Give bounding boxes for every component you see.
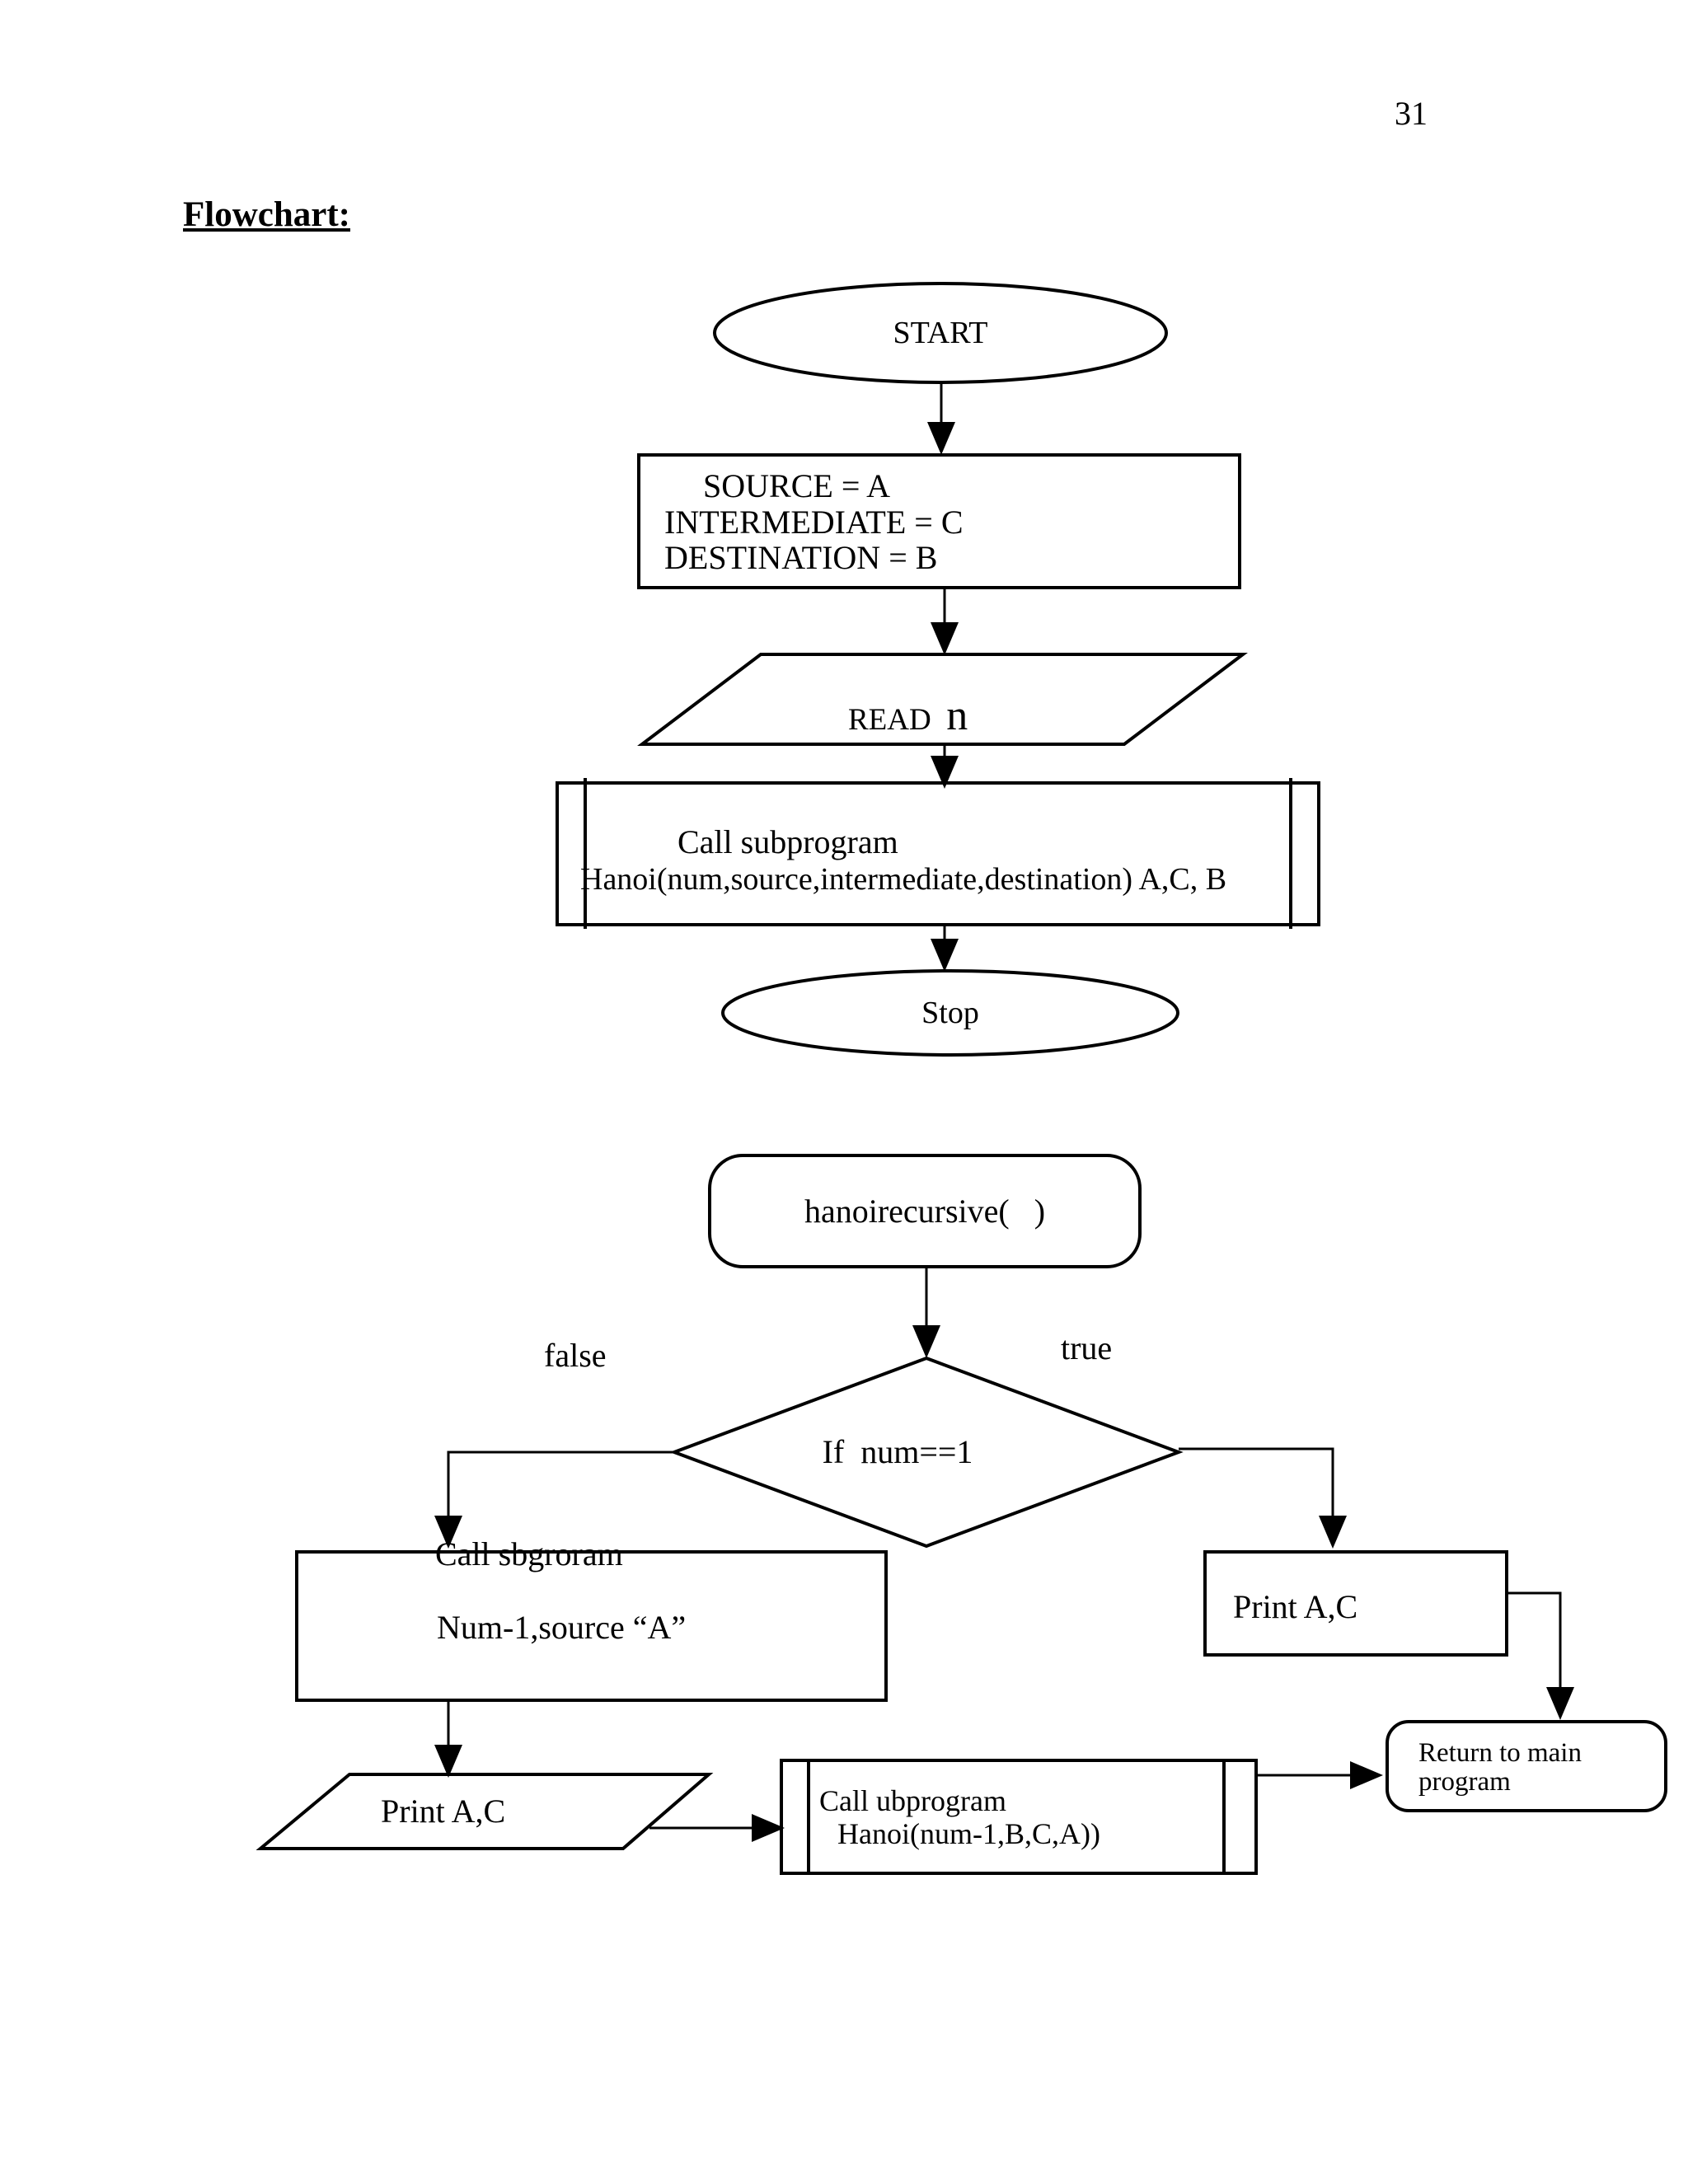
connector-print-to-return [1507, 1591, 1562, 1690]
arrowhead-start-to-init [927, 422, 955, 455]
decision-label: If num==1 [822, 1433, 973, 1470]
return-box-line1: Return to main [1418, 1738, 1582, 1768]
page-number: 31 [1395, 95, 1428, 132]
call-ubprogram-line1: Call ubprogram [819, 1784, 1006, 1817]
print-false-label: Print A,C [381, 1793, 506, 1830]
init-process-shape [637, 453, 1241, 589]
call-sbgroram-line2: Num-1,source “A” [437, 1609, 687, 1646]
arrowhead-true-branch [1319, 1516, 1347, 1549]
connector-true-branch [1179, 1447, 1334, 1518]
call-sbgroram-shape [295, 1550, 888, 1702]
init-line-source: SOURCE = A [703, 467, 891, 504]
hanoirecursive-entry-label: hanoirecursive( ) [804, 1193, 1046, 1230]
stop-terminator-shape [721, 969, 1179, 1057]
call-subprogram-shape [556, 781, 1320, 926]
print-true-shape [1203, 1550, 1508, 1657]
init-line-intermediate: INTERMEDIATE = C [664, 504, 964, 541]
read-io-shape [637, 653, 1248, 746]
read-keyword: READ [848, 703, 931, 738]
arrowhead-print-to-return [1546, 1687, 1574, 1720]
branch-true-label: true [1061, 1329, 1113, 1366]
arrowhead-call-to-stop [931, 939, 959, 972]
branch-false-label: false [544, 1337, 607, 1374]
arrowhead-entry-to-decision [912, 1325, 940, 1358]
call-subprogram-line2: Hanoi(num,source,intermediate,destinatio… [580, 862, 1227, 897]
arrowhead-init-to-read [931, 622, 959, 655]
decision-diamond-shape [669, 1356, 1184, 1549]
stop-terminator-label: Stop [921, 996, 979, 1030]
arrowhead-ubprogram-to-return [1350, 1761, 1383, 1789]
page-title: Flowchart: [183, 195, 350, 234]
print-false-io-shape [256, 1773, 714, 1850]
call-ubprogram-shape [780, 1759, 1258, 1875]
return-box-line2: program [1418, 1767, 1511, 1797]
call-ubprogram-line2: Hanoi(num-1,B,C,A)) [837, 1817, 1100, 1850]
arrowhead-sbgroram-to-print [434, 1745, 462, 1778]
hanoirecursive-entry-shape [708, 1154, 1142, 1268]
call-subprogram-line1: Call subprogram [678, 823, 898, 860]
arrowhead-print-to-ubprogram [752, 1814, 785, 1842]
arrowhead-false-branch [434, 1516, 462, 1549]
read-variable: n [946, 692, 968, 740]
print-true-label: Print A,C [1233, 1588, 1358, 1625]
read-io-label: READ n [835, 679, 968, 754]
return-box-shape [1386, 1720, 1667, 1812]
connector-false-branch [447, 1451, 674, 1518]
init-line-destination: DESTINATION = B [664, 539, 938, 576]
start-terminator-label: START [893, 316, 988, 350]
arrowhead-read-to-call [931, 756, 959, 789]
call-sbgroram-line1: Call sbgroram [435, 1535, 623, 1572]
